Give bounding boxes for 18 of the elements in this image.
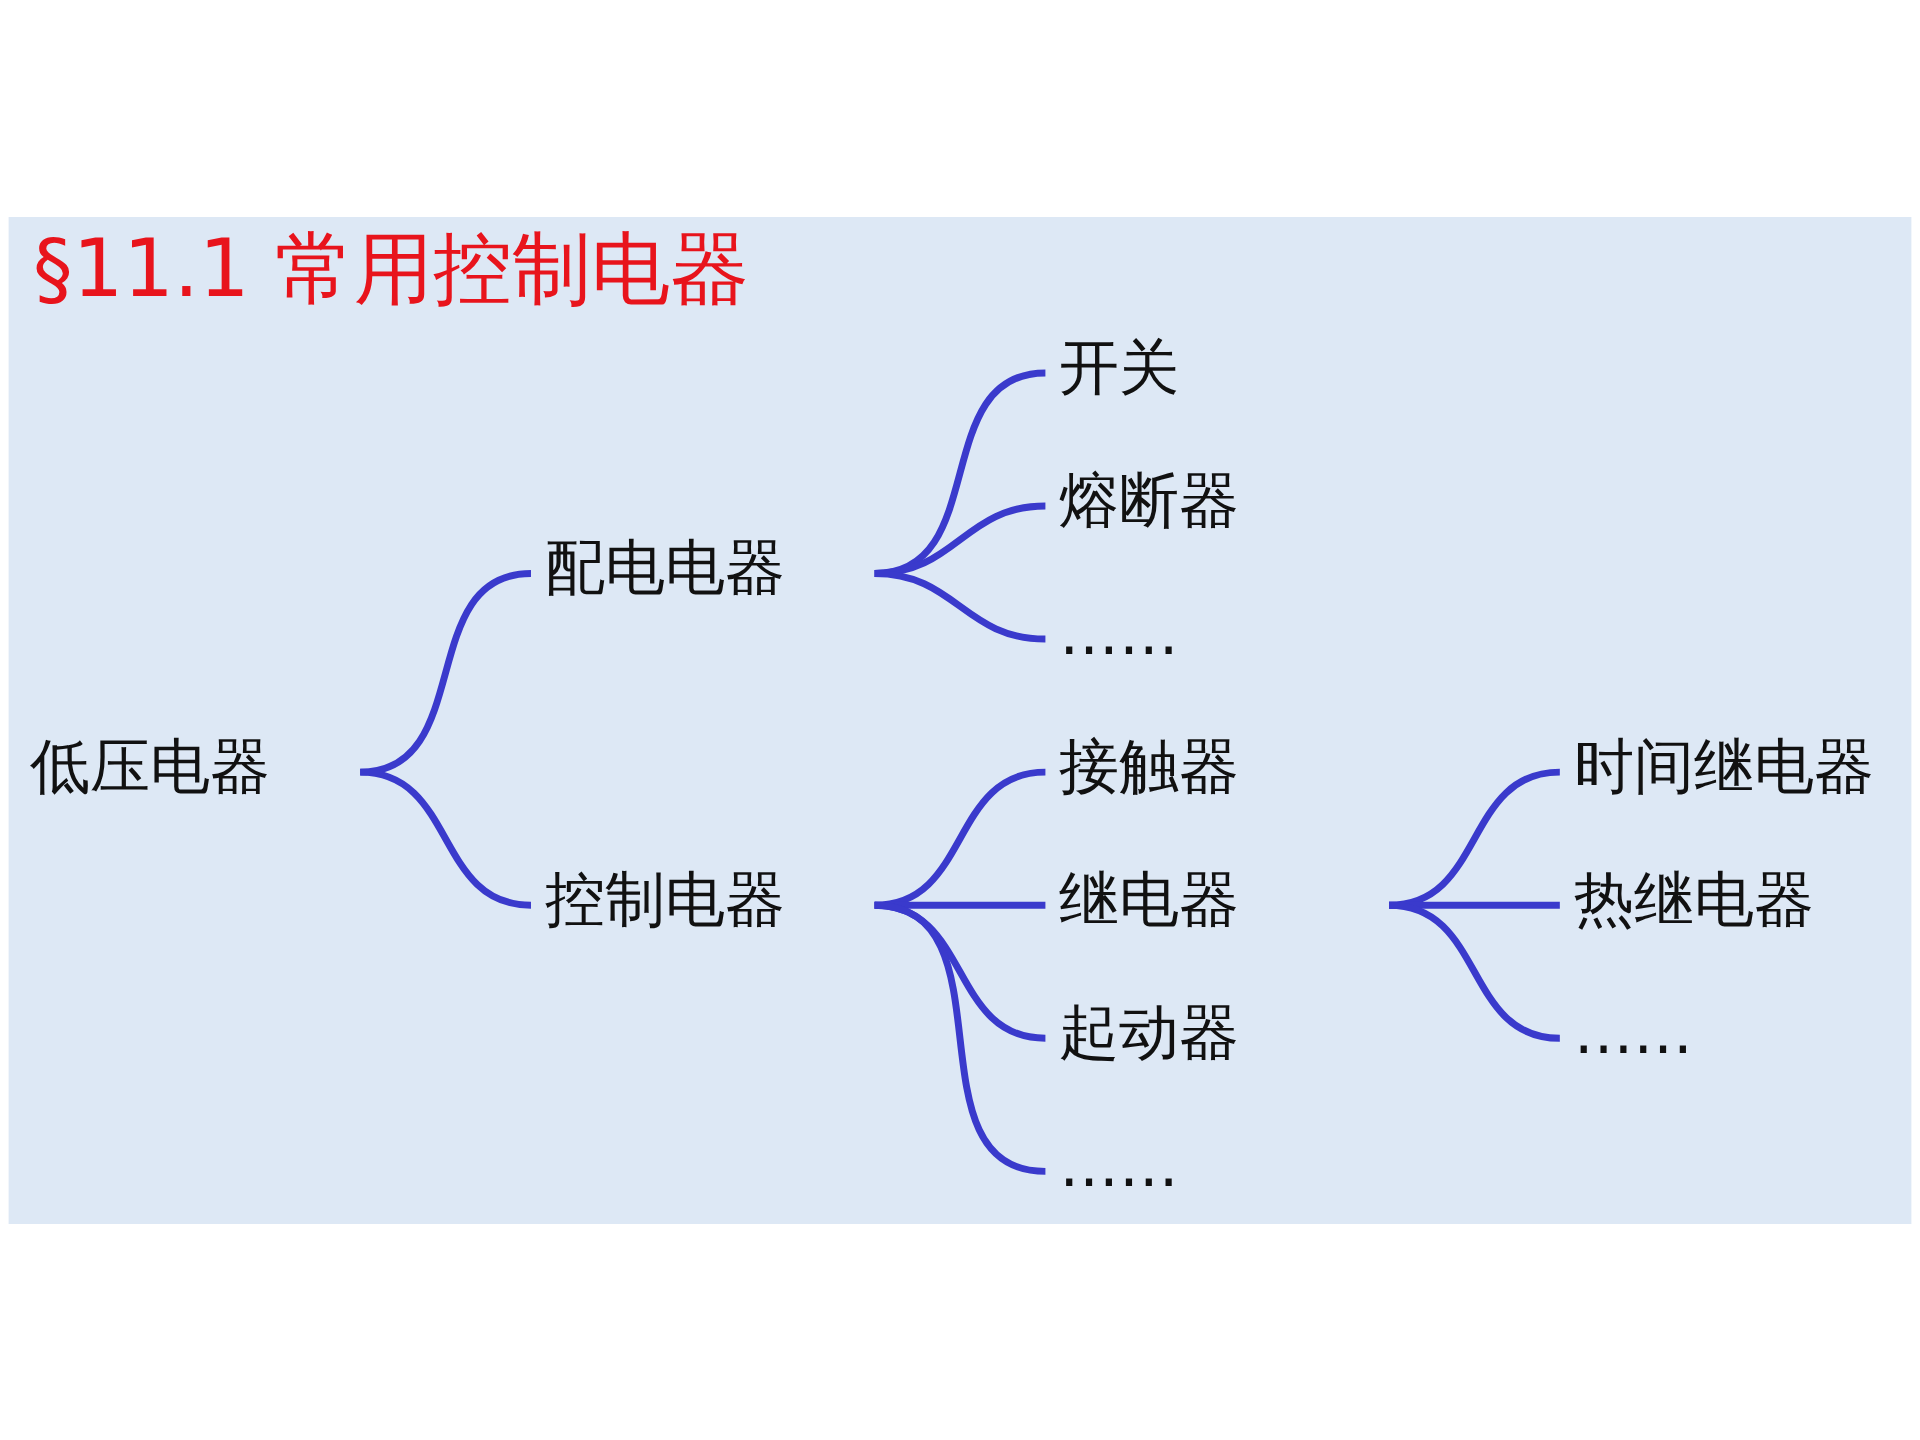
node-text: 开关 (1059, 332, 1180, 402)
node-text: 热继电器 (1573, 864, 1814, 934)
connector (359, 768, 532, 909)
node-text: 时间继电器 (1573, 731, 1874, 801)
node-text: 起动器 (1059, 997, 1240, 1067)
connector (1388, 901, 1561, 1042)
node-text: …… (1059, 598, 1179, 668)
node-text: 熔断器 (1059, 465, 1240, 535)
node-text: 控制电器 (544, 864, 785, 934)
diagram-title: §11.1 常用控制电器 (33, 221, 749, 315)
connector (874, 569, 1046, 643)
node-text: 低压电器 (30, 731, 271, 801)
node-text: 接触器 (1059, 731, 1240, 801)
connector (874, 901, 1046, 1175)
node-text: 配电电器 (544, 532, 785, 602)
node-text: …… (1059, 1130, 1179, 1200)
node-text: …… (1573, 997, 1693, 1067)
node-text: 继电器 (1059, 864, 1240, 934)
